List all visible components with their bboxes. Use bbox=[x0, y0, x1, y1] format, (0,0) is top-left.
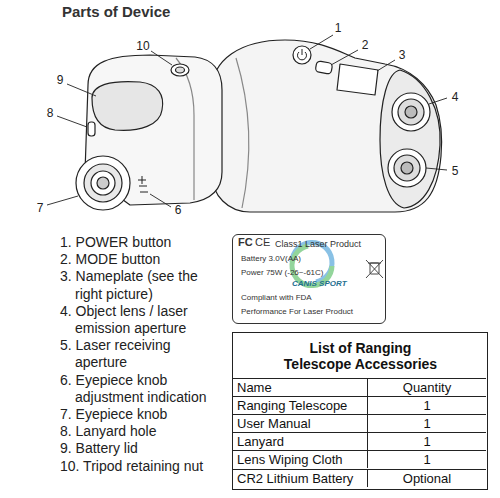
nameplate: FCCE Class1 Laser ProductBattery 3.0V(AA)… bbox=[232, 234, 386, 324]
table-title: List of Ranging Telescope Accessories bbox=[278, 340, 443, 372]
disposal-symbol bbox=[366, 260, 383, 278]
callout-number: 9 bbox=[57, 73, 64, 87]
table-cell: User Manual bbox=[233, 414, 368, 432]
watermark: CANIS SPORT bbox=[292, 279, 347, 288]
table-cell: Optional bbox=[368, 469, 486, 487]
part-name: 7. Eyepiece knob bbox=[60, 406, 220, 423]
table-cell-text: 1 bbox=[368, 415, 486, 432]
table-cell-text: Ranging Telescope bbox=[233, 397, 368, 414]
table-cell-text: Quantity bbox=[368, 379, 486, 396]
table-cell-text: User Manual bbox=[233, 415, 368, 432]
table-cell: 1 bbox=[368, 396, 486, 414]
part-name: 4. Object lens / laser emission aperture bbox=[60, 303, 220, 337]
parts-list: 1. POWER button2. MODE button3. Nameplat… bbox=[60, 234, 220, 475]
callout-number: 4 bbox=[452, 90, 459, 104]
spec-text: Battery 3.0V(AA) bbox=[241, 254, 301, 263]
table-cell: 1 bbox=[368, 432, 486, 450]
page-title: Parts of Device bbox=[62, 3, 170, 20]
part-name: 8. Lanyard hole bbox=[60, 423, 220, 440]
rear-device bbox=[76, 55, 222, 210]
part-name: 10. Tripod retaining nut bbox=[60, 458, 220, 475]
callout-number: 10 bbox=[136, 39, 149, 53]
callout-number: 1 bbox=[335, 21, 342, 35]
table-cell: Lanyard bbox=[233, 432, 368, 450]
callout-number: 8 bbox=[47, 106, 54, 120]
table-cell: Ranging Telescope bbox=[233, 396, 368, 414]
front-device bbox=[212, 40, 442, 212]
callout-number: 6 bbox=[175, 203, 182, 217]
fcc-mark: FC bbox=[238, 236, 253, 248]
table-cell-text: Lens Wiping Cloth bbox=[233, 451, 368, 468]
part-name: 9. Battery lid bbox=[60, 440, 220, 457]
spec-text: Compliant with FDA bbox=[241, 293, 312, 302]
part-name: 6. Eyepiece knob adjustment indication bbox=[60, 372, 220, 406]
callout-number: 5 bbox=[452, 164, 459, 178]
table-cell-text: Name bbox=[233, 379, 368, 396]
spec-text: Power 75W (-26~-61C) bbox=[241, 268, 323, 277]
ce-mark: CE bbox=[255, 236, 270, 248]
table-cell-text: Optional bbox=[368, 470, 486, 487]
table-cell-text: CR2 Lithium Battery bbox=[233, 470, 368, 487]
table-cell-text: 1 bbox=[368, 397, 486, 414]
table-cell: Quantity bbox=[368, 378, 486, 396]
table-cell: Lens Wiping Cloth bbox=[233, 450, 368, 468]
table-cell: Name bbox=[233, 378, 368, 396]
spec-text: Performance For Laser Product bbox=[241, 307, 353, 316]
table-cell-text: Lanyard bbox=[233, 433, 368, 450]
class-text: Class1 Laser Product bbox=[275, 239, 361, 249]
table-cell: 1 bbox=[368, 414, 486, 432]
callout-number: 3 bbox=[399, 48, 406, 62]
part-name: 5. Laser receiving aperture bbox=[60, 337, 220, 371]
callout-number: 7 bbox=[37, 201, 44, 215]
part-name: 3. Nameplate (see the right picture) bbox=[60, 268, 220, 302]
part-name: 1. POWER button bbox=[60, 234, 220, 251]
table-cell-text: 1 bbox=[368, 451, 486, 468]
callout-number: 2 bbox=[362, 38, 369, 52]
table-cell-text: 1 bbox=[368, 433, 486, 450]
leader-lines bbox=[47, 35, 447, 207]
table-cell: 1 bbox=[368, 450, 486, 468]
part-name: 2. MODE button bbox=[60, 251, 220, 268]
table-cell: CR2 Lithium Battery bbox=[233, 469, 368, 487]
accessory-table: List of Ranging Telescope AccessoriesNam… bbox=[232, 332, 488, 490]
